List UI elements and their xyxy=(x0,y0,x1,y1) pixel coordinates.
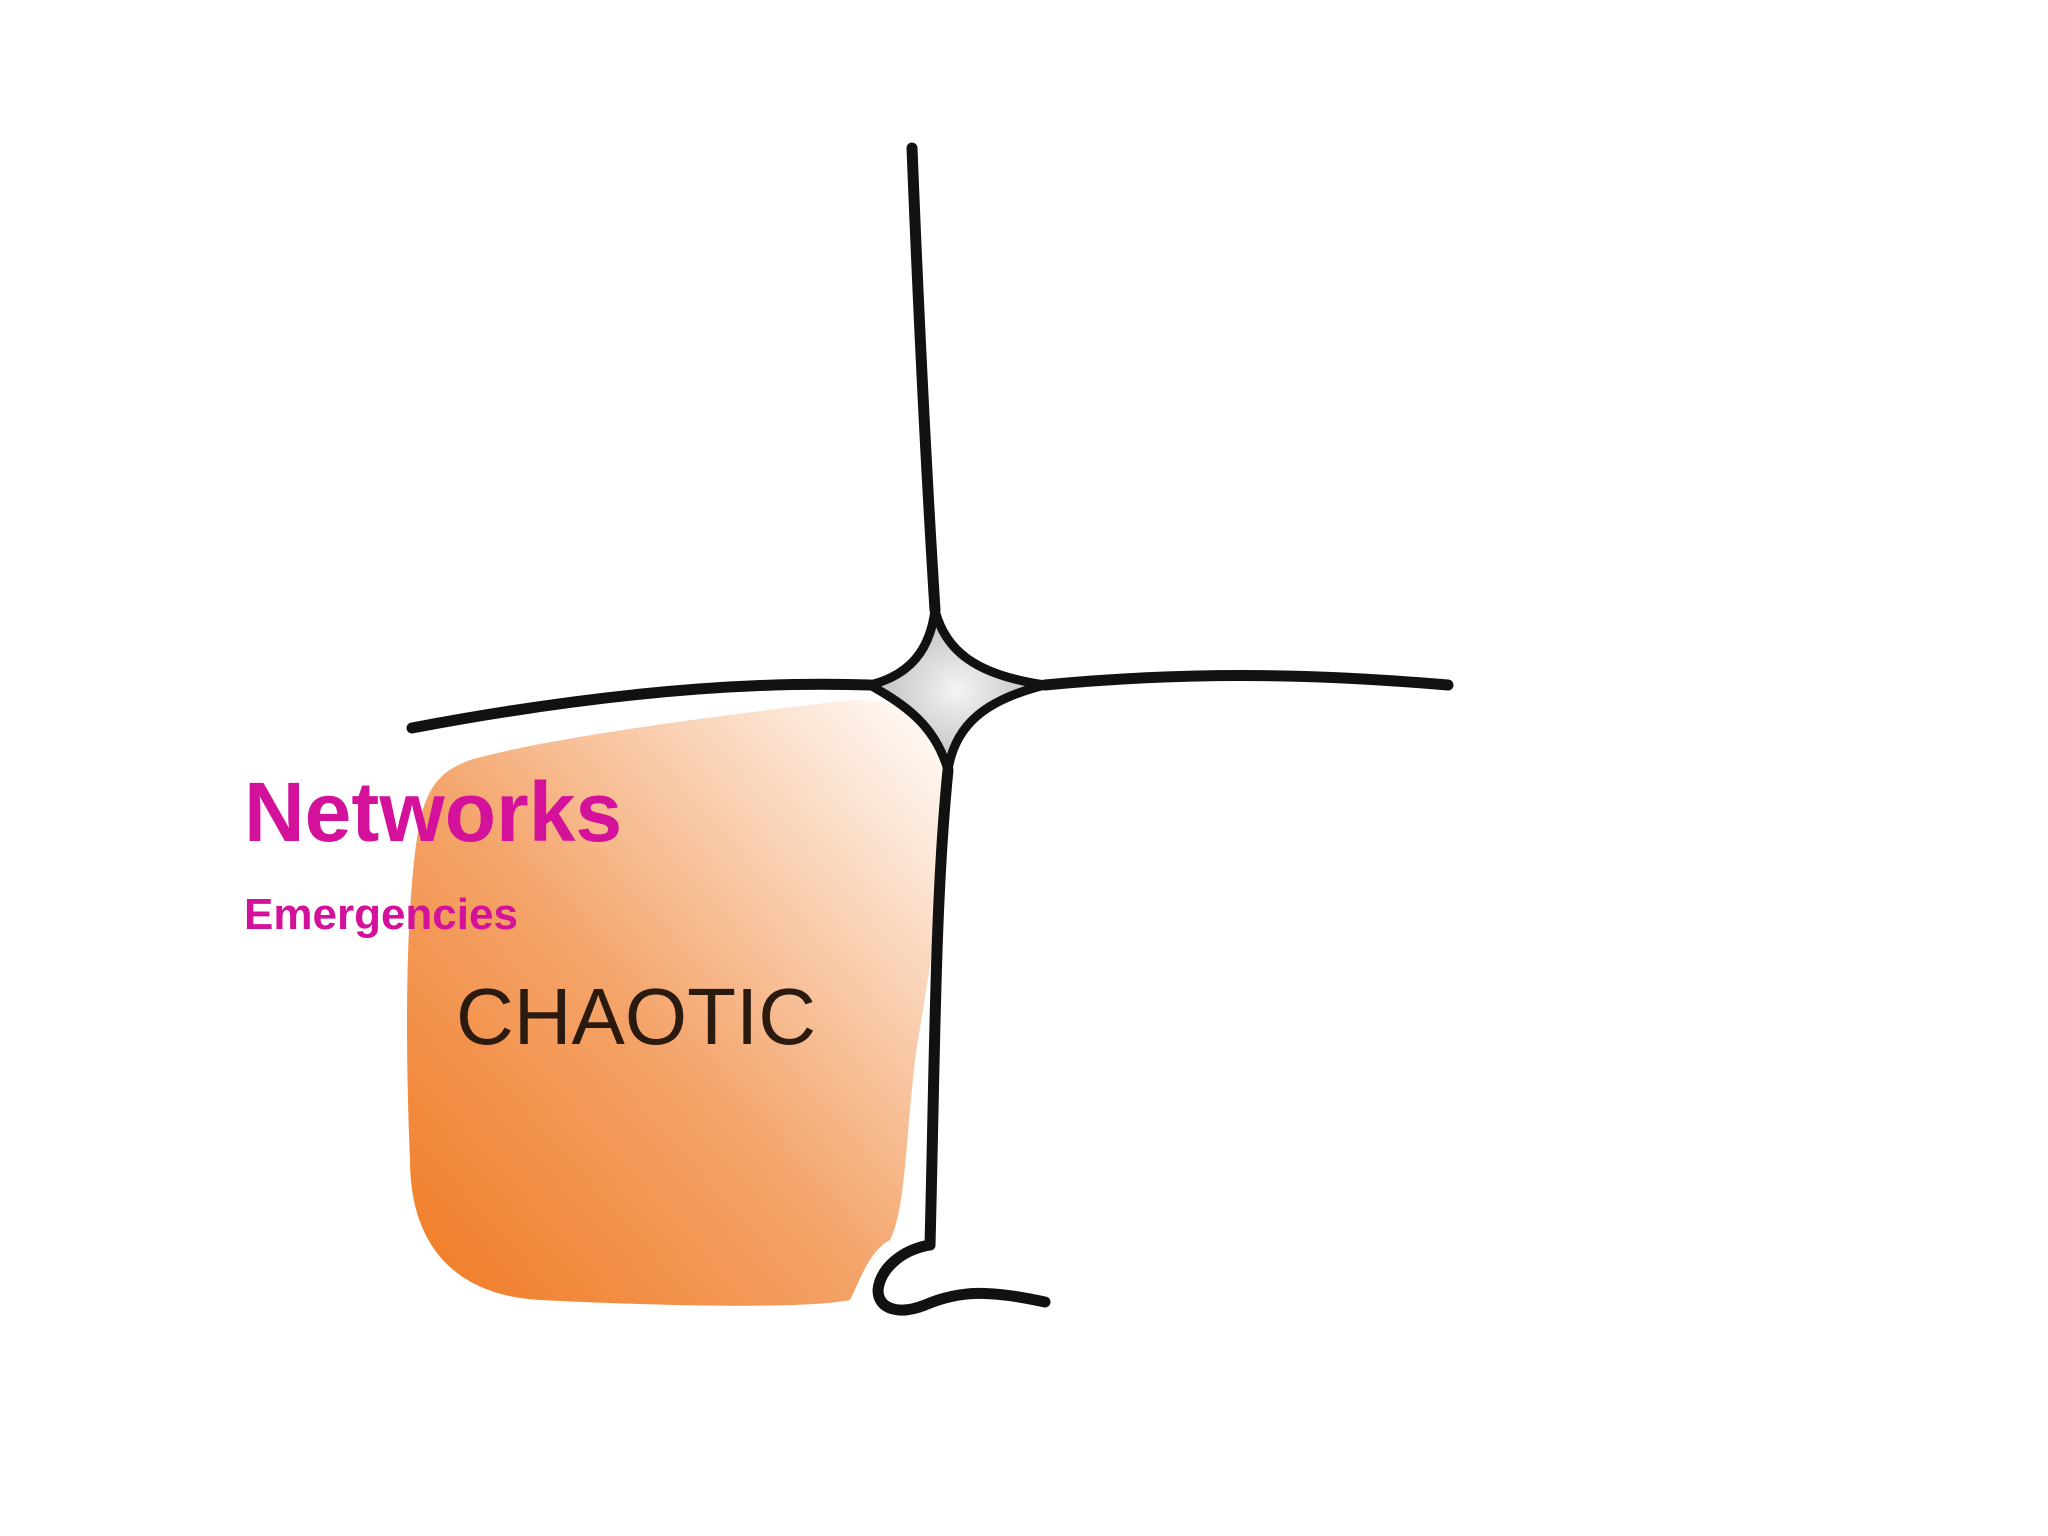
chaotic-label: CHAOTIC xyxy=(456,972,816,1061)
bottom-fold-curl xyxy=(872,1239,1051,1316)
slide-subtitle: Emergencies xyxy=(244,890,518,939)
chaotic-region xyxy=(407,700,948,1306)
left-divider-line xyxy=(406,678,876,734)
slide-title: Networks xyxy=(244,765,623,859)
top-divider-line xyxy=(906,142,941,616)
right-divider-line xyxy=(1039,670,1454,691)
bottom-divider-line xyxy=(924,764,954,1251)
